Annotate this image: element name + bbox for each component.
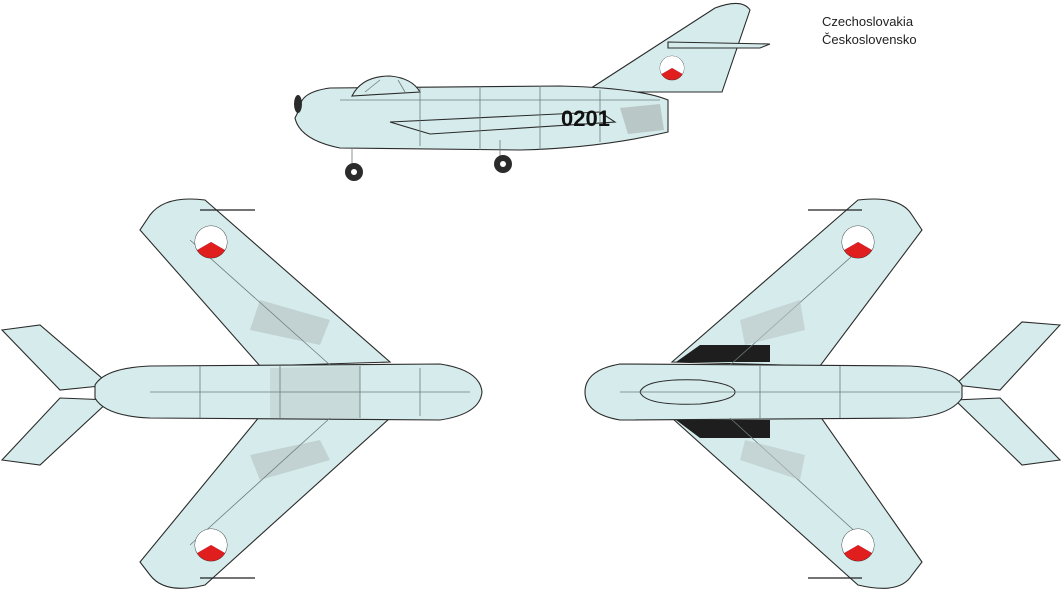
top-wing-upper bbox=[139, 198, 392, 367]
country-name-english: Czechoslovakia bbox=[822, 14, 914, 29]
caption: Czechoslovakia Československo bbox=[822, 13, 917, 49]
top-tailplane-lower bbox=[0, 397, 112, 466]
side-wing bbox=[389, 111, 617, 135]
side-canopy bbox=[351, 75, 421, 97]
top-view bbox=[0, 198, 483, 589]
under-tailplane-upper bbox=[953, 321, 1062, 391]
serial-number: 0201 bbox=[561, 106, 610, 131]
underside-view bbox=[584, 198, 1062, 589]
under-wing-lower bbox=[670, 415, 923, 589]
side-tailplane bbox=[667, 41, 771, 49]
side-fin-roundel bbox=[659, 55, 685, 81]
side-camo-patch bbox=[620, 104, 664, 134]
nose-intake bbox=[294, 95, 302, 113]
top-tailplane-upper bbox=[0, 324, 112, 391]
side-view: 0201 bbox=[294, 2, 771, 181]
top-roundel-lower bbox=[194, 528, 228, 562]
under-roundel-lower bbox=[841, 528, 875, 562]
top-wing-lower bbox=[139, 415, 392, 589]
walkway-upper bbox=[676, 345, 770, 362]
under-tailplane-lower bbox=[953, 397, 1062, 466]
country-name-czech: Československo bbox=[822, 32, 917, 47]
walkway-lower bbox=[676, 420, 770, 438]
under-roundel-upper bbox=[841, 225, 875, 259]
top-roundel-upper bbox=[194, 225, 228, 259]
under-wing-upper bbox=[670, 198, 923, 367]
